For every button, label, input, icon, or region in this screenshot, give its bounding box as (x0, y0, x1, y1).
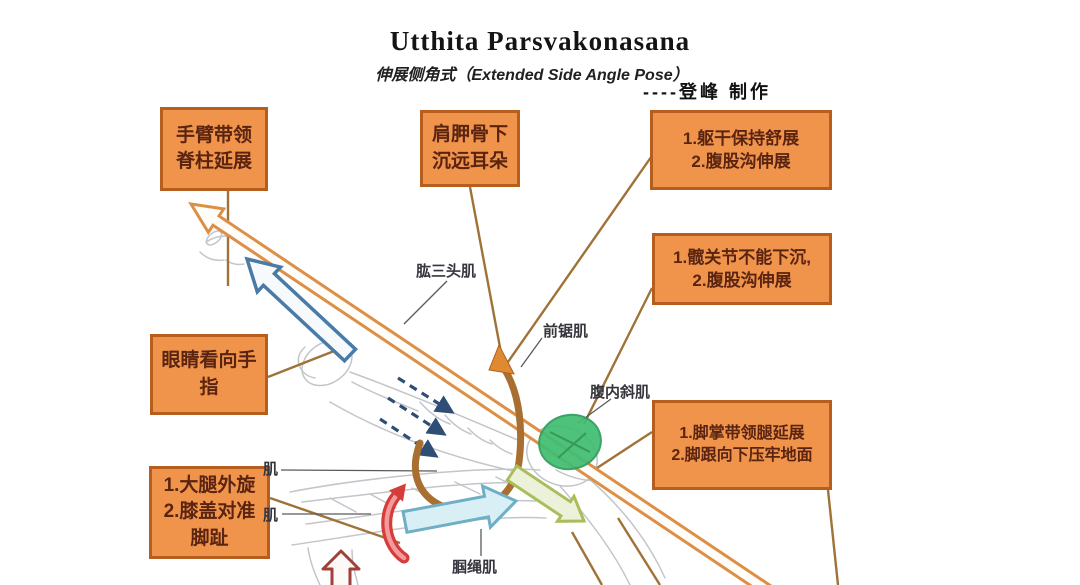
extension-line-arrow (188, 202, 773, 585)
callout-thigh-external-rotation: 1.大腿外旋 2.膝盖对准 脚趾 (149, 466, 270, 559)
lift-up-arrow (321, 549, 361, 585)
callout-text-line: 沉远耳朵 (431, 150, 508, 172)
scapula-dashed-arrows (379, 376, 455, 458)
label-triceps: 肱三头肌 (416, 263, 477, 280)
torso-spiral-arrowhead (488, 343, 515, 375)
hip-marker (538, 413, 602, 471)
callout-text-line: 脚趾 (190, 527, 229, 549)
credit-line: ----登峰 制作 (643, 82, 771, 102)
thigh-rotation-arrow (381, 483, 410, 564)
label-hamstrings: 腘绳肌 (452, 559, 498, 576)
callout-text-line: 1.大腿外旋 (163, 475, 256, 497)
callout-text-line: 指 (199, 376, 219, 398)
callout-connector-lines (226, 149, 840, 585)
callout-scapula-away-from-ears: 肩胛骨下 沉远耳朵 (420, 110, 520, 187)
label-leader-lines (280, 280, 612, 556)
label-internal-oblique: 腹内斜肌 (590, 384, 651, 401)
callout-torso-stays-open: 1.躯干保持舒展 2.腹股沟伸展 (650, 110, 832, 190)
callout-text-line: 手臂带领 (175, 124, 252, 146)
callout-foot-leads-leg: 1.脚掌带领腿延展 2.脚跟向下压牢地面 (652, 400, 832, 490)
pose-subtitle: 伸展侧角式（Extended Side Angle Pose） (375, 67, 689, 84)
callout-text-line: 2.脚跟向下压牢地面 (671, 447, 813, 464)
shin-press-arrow (505, 463, 587, 523)
callout-eyes-to-fingers: 眼睛看向手 指 (150, 334, 268, 415)
callout-text-line: 2.腹股沟伸展 (692, 271, 792, 290)
label-hidden-muscle-2: 肌 (263, 507, 279, 524)
callout-text-line: 肩胛骨下 (431, 124, 508, 146)
callout-text-line: 2.膝盖对准 (163, 501, 256, 523)
gaze-arrow (244, 256, 358, 364)
label-serratus-anterior: 前锯肌 (543, 323, 589, 340)
label-hidden-muscle-1: 肌 (263, 461, 279, 478)
callout-text-line: 1.躯干保持舒展 (682, 128, 800, 148)
callout-text-line: 1.脚掌带领腿延展 (679, 424, 805, 442)
callout-text-line: 1.髋关节不能下沉, (673, 247, 811, 267)
pose-title: Utthita Parsvakonasana (389, 26, 691, 56)
leg-extension-arrow (401, 483, 519, 535)
callout-text-line: 眼睛看向手 (161, 350, 257, 372)
callout-arm-leads-spine: 手臂带领 脊柱延展 (160, 107, 268, 191)
callout-text-line: 脊柱延展 (175, 151, 252, 172)
callout-text-line: 2.腹股沟伸展 (691, 152, 791, 171)
callout-hip-must-not-sink: 1.髋关节不能下沉, 2.腹股沟伸展 (652, 233, 832, 305)
